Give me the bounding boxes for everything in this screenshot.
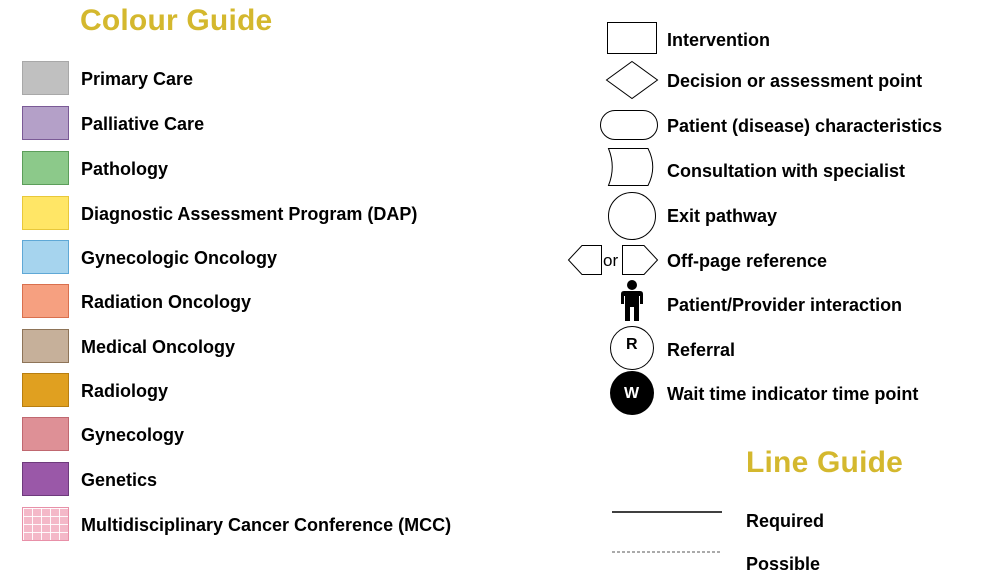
symbol-label: Decision or assessment point [667,71,923,91]
colour-label: Medical Oncology [81,337,236,357]
symbol-label: Exit pathway [667,206,778,226]
colour-swatch [22,462,69,496]
referral-letter: R [626,336,638,353]
colour-swatch [22,240,69,274]
colour-label: Pathology [81,159,169,179]
colour-guide-title: Colour Guide [80,4,273,37]
colour-swatch [22,507,69,541]
colour-swatch [22,196,69,230]
colour-swatch [22,151,69,185]
line-label: Required [746,511,825,531]
colour-label: Radiation Oncology [81,292,252,312]
referral-circle-icon [610,326,654,370]
line-label: Possible [746,554,821,574]
possible-line [612,550,722,554]
colour-swatch [22,417,69,451]
person-icon [619,280,645,322]
circle-icon [608,192,656,240]
or-connector: or [603,251,619,270]
rounded-oval-icon [600,110,658,140]
colour-label: Palliative Care [81,114,205,134]
arrow-pentagon-right-icon [622,245,659,275]
symbol-label: Referral [667,340,736,360]
symbol-label: Wait time indicator time point [667,384,919,404]
colour-label: Radiology [81,381,169,401]
colour-swatch [22,106,69,140]
symbol-label: Off-page reference [667,251,828,271]
symbol-label: Intervention [667,30,771,50]
diamond-icon [605,60,659,100]
rectangle-icon [607,22,657,54]
curved-rectangle-icon [607,148,658,186]
wait-time-letter: W [624,385,640,402]
colour-swatch [22,373,69,407]
colour-swatch [22,61,69,95]
required-line [612,510,722,514]
line-guide-title: Line Guide [746,446,904,479]
colour-swatch [22,284,69,318]
arrow-pentagon-left-icon [567,245,602,275]
symbol-label: Patient/Provider interaction [667,295,903,315]
symbol-label: Patient (disease) characteristics [667,116,943,136]
colour-label: Diagnostic Assessment Program (DAP) [81,204,418,224]
symbol-label: Consultation with specialist [667,161,906,181]
colour-label: Gynecologic Oncology [81,248,278,268]
colour-label: Primary Care [81,69,194,89]
colour-label: Genetics [81,470,158,490]
colour-label: Gynecology [81,425,185,445]
wait-time-circle-icon [610,371,654,415]
colour-label: Multidisciplinary Cancer Conference (MCC… [81,515,452,535]
colour-swatch [22,329,69,363]
